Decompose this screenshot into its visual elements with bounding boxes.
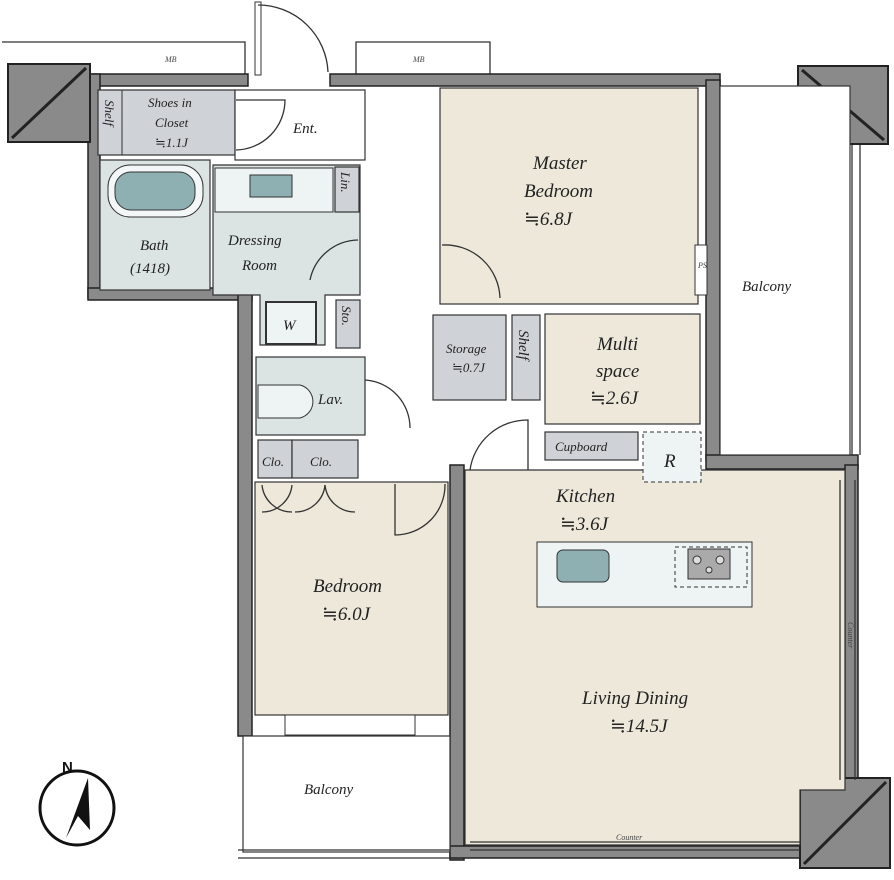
shelf-mid-label: Shelf [515,330,531,362]
closet-2-label: Clo. [310,454,332,469]
washer-label: W [283,318,297,334]
balcony-east-label: Balcony [742,279,791,295]
storage-small: Sto. [335,299,361,349]
meter-box-right-label: MB [412,55,425,64]
washer-space: W [265,301,317,345]
bath: Bath (1418) [99,159,211,291]
balcony-south-label: Balcony [304,782,353,798]
kitchen-size-label: ≒3.6J [560,514,610,535]
cupboard-label: Cupboard [555,439,608,454]
lavatory-label: Lav. [317,392,343,408]
meter-box-right: MB [355,41,491,75]
kitchen-name-label: Kitchen [555,486,615,507]
multi-space: Multi space ≒2.6J [544,313,701,425]
refrigerator-label: R [663,451,676,472]
bedroom-size-label: ≒6.0J [322,604,372,625]
bedroom: Bedroom ≒6.0J [254,481,449,736]
linen-label: Lin. [338,171,353,193]
meter-box-left-label: MB [164,55,177,64]
closet-1-label: Clo. [262,454,284,469]
storage: Storage ≒0.7J [432,314,507,401]
counter-right-label: Counter [846,622,855,649]
compass-label: N [62,759,73,776]
shelf-mid: Shelf [511,314,541,401]
living-name-label: Living Dining [581,688,688,709]
entrance: Ent. [234,89,366,161]
counter-bottom-label: Counter [616,833,643,842]
front-door[interactable] [254,1,329,76]
living-size-label: ≒14.5J [610,716,669,737]
shelf-entry-label: Shelf [102,100,117,128]
storage-size-label: ≒0.7J [452,360,486,375]
north-compass: N [38,759,116,847]
bath-size-label: (1418) [130,261,170,277]
stove-icon [687,548,731,580]
meter-box-left: MB [2,41,246,75]
closets: Clo. Clo. [257,439,359,479]
linen-closet: Lin. [334,166,360,213]
multi-1-label: Multi [596,334,638,355]
multi-2-label: space [596,361,639,382]
balcony-south: Balcony [238,735,451,859]
entrance-label: Ent. [292,121,318,137]
bedroom-name-label: Bedroom [313,576,382,597]
dressing-2-label: Room [241,258,277,274]
bath-name-label: Bath [140,238,168,254]
shoes-closet-size-label: ≒1.1J [155,135,189,150]
storage-small-label: Sto. [339,306,354,326]
master-size-label: ≒6.8J [524,209,574,230]
master-2-label: Bedroom [524,181,593,202]
dressing-room: Dressing Room [212,164,361,346]
storage-name-label: Storage [446,341,487,356]
master-1-label: Master [532,153,587,174]
pipe-space-label: PS [697,261,707,270]
shoes-closet: Shelf Shoes in Closet ≒1.1J [97,89,236,156]
lavatory: Lav. [255,356,411,436]
shoes-closet-name-1-label: Shoes in [148,95,192,110]
dressing-1-label: Dressing [227,233,282,249]
multi-size-label: ≒2.6J [590,388,640,409]
sink-icon [556,549,610,583]
shoes-closet-name-2-label: Closet [155,115,189,130]
master-bedroom: PS Master Bedroom ≒6.8J [439,87,708,305]
balcony-east: Balcony [719,85,861,456]
north-arrow-icon [66,778,90,838]
living-dining-kitchen: Cupboard R Kitchen ≒3.6J Living Dining ≒… [464,419,856,851]
